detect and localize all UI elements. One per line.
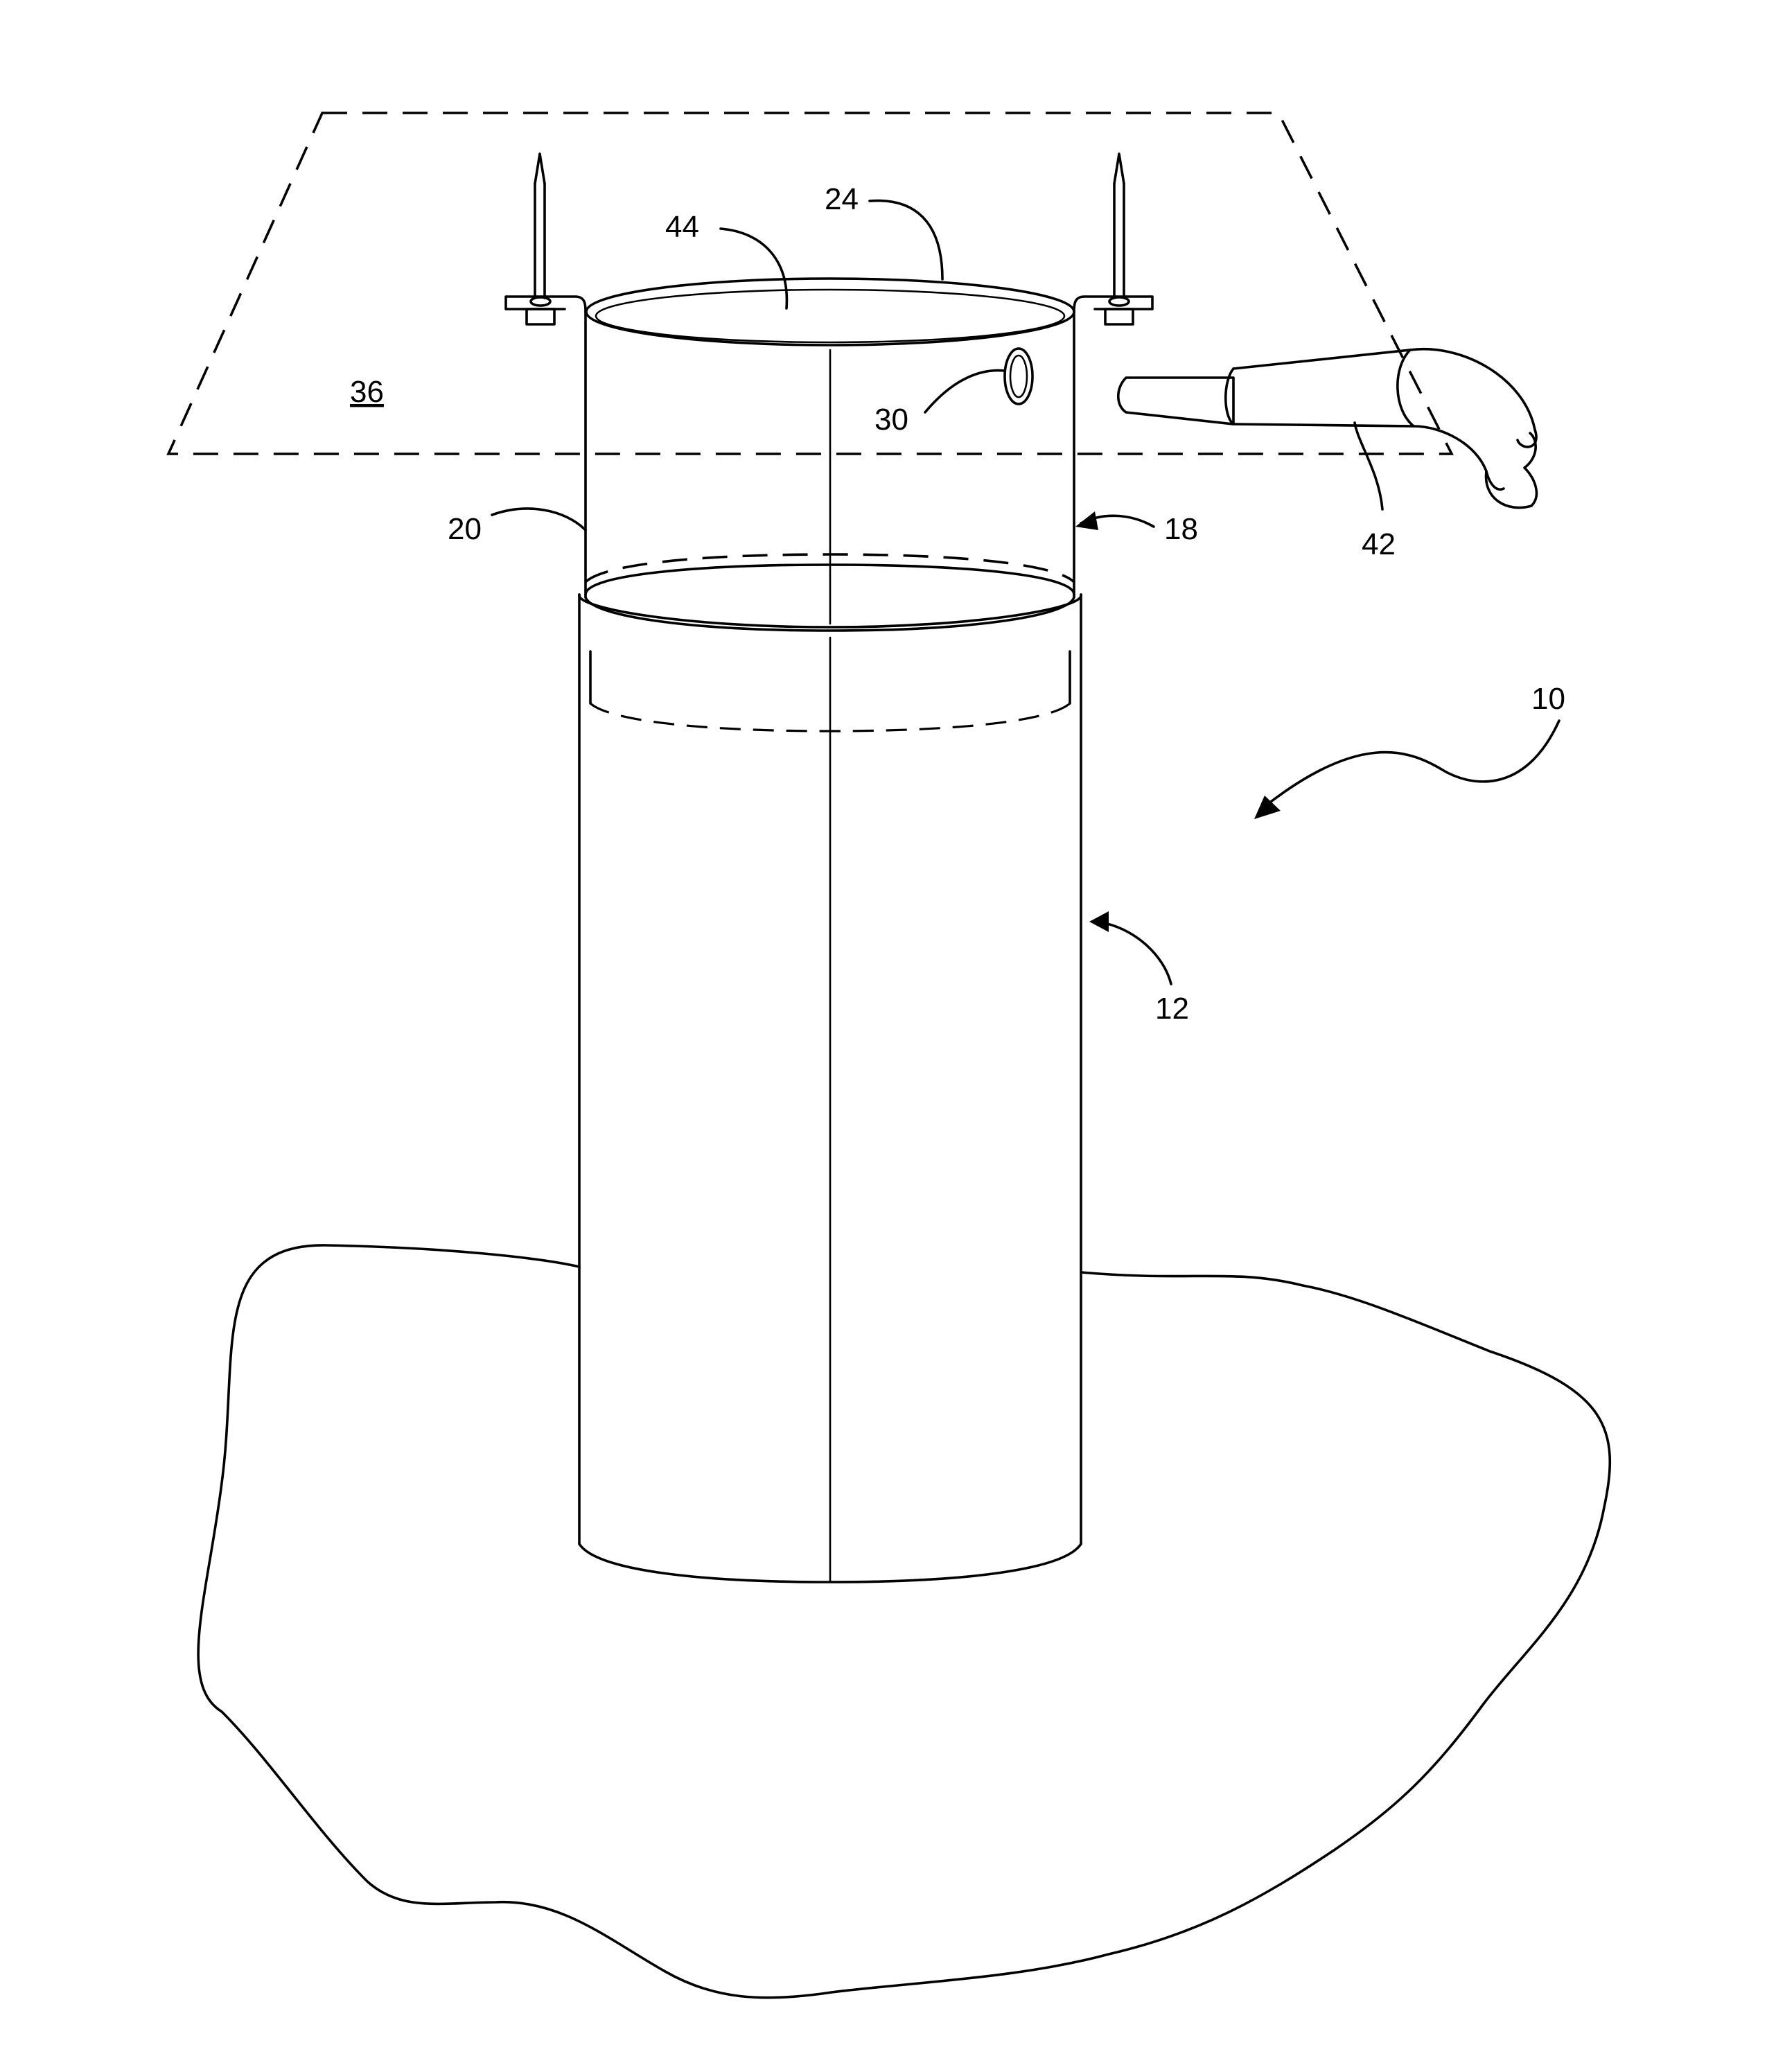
right-bracket	[1074, 154, 1152, 324]
label-18: 18	[1164, 512, 1198, 546]
label-42: 42	[1362, 527, 1396, 561]
label-10: 10	[1531, 682, 1565, 716]
label-20: 20	[448, 512, 482, 546]
nozzle	[1118, 349, 1537, 508]
label-12: 12	[1155, 992, 1189, 1026]
opening-ellipse	[596, 290, 1064, 342]
outer-pipe	[579, 595, 1081, 1582]
left-bracket	[506, 154, 586, 324]
leaders	[492, 201, 1559, 984]
label-24: 24	[825, 182, 859, 216]
label-44: 44	[665, 210, 699, 244]
aperture	[1005, 349, 1032, 404]
ground-outline	[198, 1245, 1610, 1998]
label-30: 30	[874, 403, 908, 437]
rim-ellipse	[586, 279, 1074, 345]
label-36: 36	[350, 375, 384, 409]
